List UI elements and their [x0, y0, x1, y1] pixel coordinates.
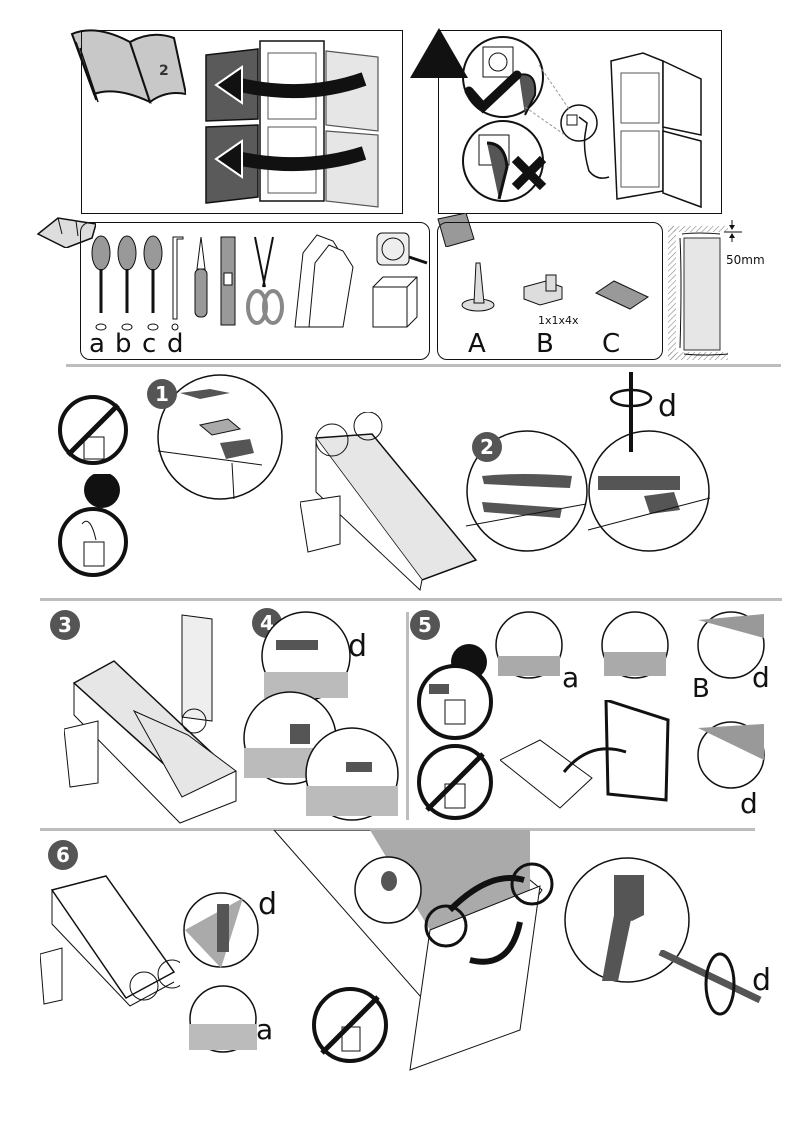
step2-gasket-detail: [462, 426, 592, 556]
step6-detail-bottom: [183, 984, 263, 1054]
scissors-icon: [246, 236, 284, 325]
screwdriver-icon: [117, 235, 137, 331]
step1-detail: [150, 373, 290, 501]
step-badge-1: 1: [147, 379, 177, 409]
unplug-warning-panel: [438, 30, 722, 214]
knife-icon: [194, 236, 208, 318]
x-mark-icon: [511, 155, 547, 191]
discard-hinge-icon: [413, 642, 497, 742]
step5-foot-detail-top: [694, 610, 768, 680]
part-c-icon: [594, 280, 650, 310]
unplug-illustration: [462, 36, 702, 209]
part-label-b: B: [536, 329, 554, 359]
part-a-icon: [461, 262, 495, 312]
no-discard-icon: [56, 393, 130, 467]
step4-detail-1: [256, 610, 356, 700]
step5-detail-right: [600, 610, 670, 680]
door-reversal-panel: [81, 30, 403, 214]
tool-label-d: d: [167, 329, 184, 359]
warning-triangle-icon: [410, 28, 468, 78]
fridge-lying-step1: [300, 412, 480, 592]
step5-detail-left: [494, 610, 564, 680]
step-badge-3: 3: [50, 610, 80, 640]
door-frame-illustration: [500, 700, 680, 812]
gloves-icon: [294, 234, 354, 328]
tape-measure-icon: [376, 232, 428, 266]
hex-key-icon: [171, 236, 184, 331]
part-label-c: C: [602, 329, 621, 359]
tool-label-b: b: [115, 329, 132, 359]
step2-hinge-detail: [584, 426, 714, 556]
box-icon: [372, 276, 418, 328]
step4-tool-label: d: [348, 629, 368, 664]
no-discard-screw-icon: [310, 985, 390, 1065]
step-badge-2: 2: [472, 432, 502, 462]
step5-foot-detail-bottom: [694, 720, 768, 790]
step2-tool-label: d: [658, 389, 678, 424]
clearance-value: 50mm: [726, 253, 765, 267]
screwdriver-rotate-icon: [606, 372, 656, 452]
parts-illustration: [461, 262, 650, 312]
part-b-quantity: 1x1x4x: [538, 314, 579, 327]
step6-hinge-detail: [562, 855, 692, 985]
step5-tool-label-d-bottom: d: [740, 787, 758, 820]
screwdriver-rotate-icon: [656, 950, 766, 1020]
fridge-base-step6: [270, 830, 570, 1090]
step-badge-5: 5: [410, 610, 440, 640]
manual-icon: 2: [66, 24, 186, 104]
tool-label-a: a: [89, 329, 105, 359]
step5-tool-label-d-top: d: [752, 661, 770, 694]
step5-part-label-b: B: [692, 674, 710, 704]
step6-tool-label-a: a: [256, 1013, 274, 1046]
part-b-icon: [523, 274, 563, 306]
parts-panel: 1x1x4x A B C: [437, 222, 663, 360]
tools-panel: a b c d: [80, 222, 430, 360]
door-reversal-illustration: [205, 40, 379, 208]
fridge-door-removal-step3: [64, 605, 254, 830]
step4-detail-3: [302, 726, 402, 822]
no-discard-screw-icon: [413, 742, 497, 822]
section-divider-vertical: [406, 612, 409, 820]
step6-screw-detail: [353, 855, 423, 925]
screwdriver-icon: [91, 235, 111, 331]
screwdriver-icon: [143, 235, 163, 331]
part-label-a: A: [468, 329, 486, 359]
discard-icon: [56, 474, 130, 580]
clearance-diagram: 50mm: [668, 220, 788, 362]
step6-detail-top: [183, 890, 283, 970]
parts-bag-icon: [436, 213, 476, 247]
check-mark-icon: [464, 70, 522, 114]
step-badge-6: 6: [48, 840, 78, 870]
spirit-level-icon: [220, 236, 236, 326]
tool-label-c: c: [142, 329, 157, 359]
step5-tool-label-a: a: [562, 661, 580, 694]
manual-page-number: 2: [159, 63, 169, 79]
step6-tool-label-d-right: d: [752, 963, 772, 998]
step6-tool-label-d-left: d: [258, 887, 278, 922]
section-divider: [40, 598, 782, 601]
fridge-lying-step6: [40, 870, 180, 1020]
tools-illustration: [91, 232, 428, 331]
section-divider: [66, 364, 781, 367]
